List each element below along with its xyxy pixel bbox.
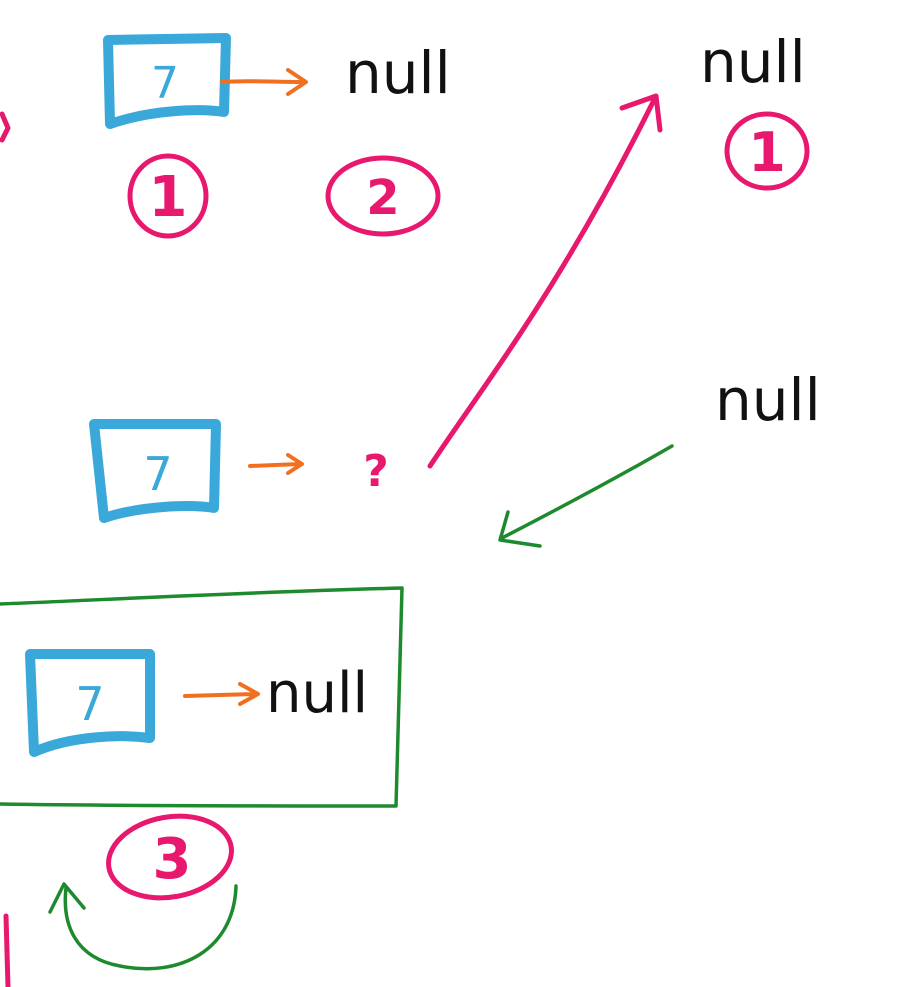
step-two-label: 2 — [366, 170, 399, 226]
step-three: 3 — [106, 813, 234, 901]
node-top-box — [103, 33, 231, 129]
step-one-right: 1 — [724, 111, 810, 191]
middle-right-null: null — [715, 366, 821, 434]
step-one-top-label: 1 — [149, 165, 188, 230]
step-one-right-label: 1 — [748, 121, 786, 184]
node-bottom-box — [25, 649, 155, 757]
node-bottom: 7 — [25, 649, 155, 757]
node-bottom-value: 7 — [75, 677, 104, 731]
node-mid: 7 — [89, 419, 221, 523]
node-bottom-pointer-null: null — [266, 661, 368, 726]
node-bottom-pointer-arrow — [183, 682, 260, 706]
left-edge-mark-bottom — [3, 913, 11, 987]
step-three-label: 3 — [153, 827, 192, 892]
node-mid-box — [89, 419, 221, 523]
green-return-arrow — [48, 882, 238, 971]
node-top-pointer-arrow — [220, 68, 308, 96]
node-mid-value: 7 — [143, 447, 172, 501]
step-one-top: 1 — [127, 153, 209, 239]
green-arrow-to-node — [498, 444, 674, 548]
node-top-value: 7 — [151, 58, 179, 109]
node-mid-pointer-question: ? — [363, 446, 389, 497]
top-right-null: null — [700, 28, 806, 96]
left-edge-mark-top — [0, 111, 11, 143]
node-top-pointer-null: null — [345, 39, 451, 107]
step-two: 2 — [325, 155, 441, 237]
node-mid-pointer-arrow — [248, 453, 304, 475]
result-box — [0, 586, 404, 808]
node-top: 7 — [103, 33, 231, 129]
pink-arrow-to-top-null — [427, 93, 663, 469]
